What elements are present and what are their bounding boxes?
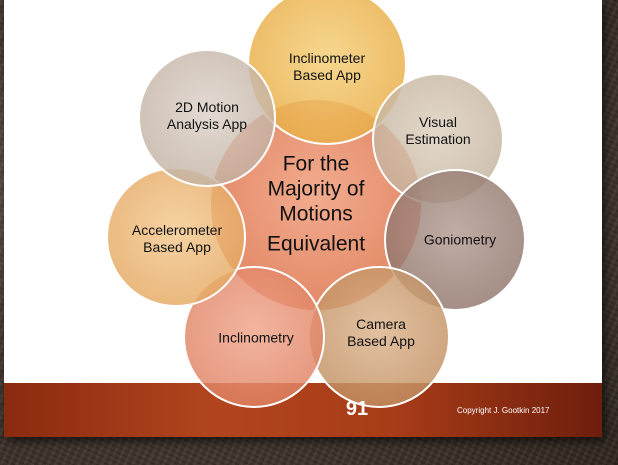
label-inclinometer-app: Inclinometer Based App (288, 50, 366, 83)
label-accelerometer-app: Accelerometer Based App (131, 222, 223, 255)
page-number: 91 (345, 398, 369, 420)
circle-motion-analysis-app (138, 49, 276, 187)
copyright-text: Copyright J. Gootkin 2017 (457, 406, 550, 415)
label-camera-app: Camera Based App (347, 316, 415, 349)
circle-inclinometry (183, 266, 325, 408)
center-line-3: Motions (279, 202, 353, 226)
center-label: For the Majority of Motions Equivalent (267, 152, 365, 257)
slide: For the Majority of Motions Equivalent I… (4, 0, 602, 437)
circle-goniometry (384, 169, 526, 311)
label-visual-estimation: Visual Estimation (405, 114, 471, 147)
center-line-2: Majority of (267, 177, 365, 201)
label-motion-analysis-app: 2D Motion Analysis App (166, 99, 248, 132)
cycle-diagram (106, 0, 526, 408)
footer-band (4, 383, 602, 437)
label-goniometry: Goniometry (423, 231, 497, 248)
label-inclinometry: Inclinometry (218, 329, 294, 346)
center-line-1: For the (282, 152, 350, 176)
center-line-4: Equivalent (266, 232, 366, 256)
